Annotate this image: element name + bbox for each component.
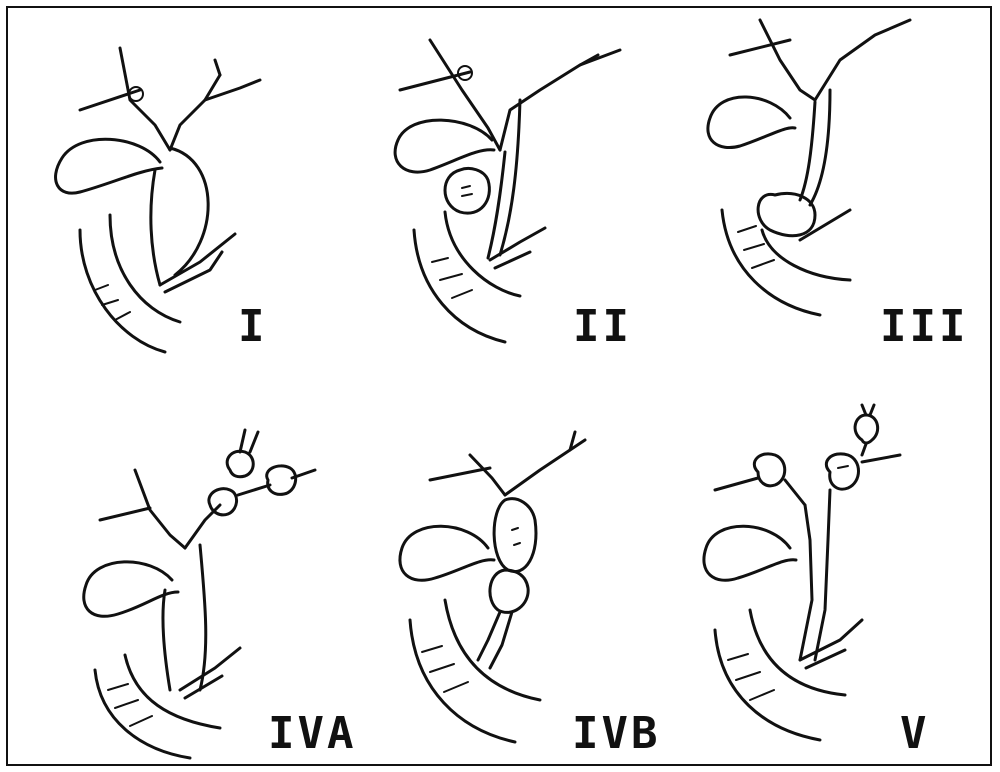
lower-cyst [490,570,528,612]
duodenum [715,610,845,740]
panel-type-IVB [400,432,585,742]
intrahepatic-ducts [400,40,620,150]
diverticulum-cyst [445,168,489,213]
panel-label-III: III [880,305,968,349]
common-bile-duct [478,612,512,668]
common-bile-duct [488,100,520,258]
duodenum [410,600,540,742]
pancreatic-duct [160,234,235,292]
pancreatic-duct [800,210,850,240]
panel-label-IVA: IVA [268,712,356,756]
panel-label-V: V [900,712,930,756]
panel-type-V [704,405,900,740]
intrahepatic-ducts [80,48,260,150]
panel-label-I: I [238,305,268,349]
upper-cyst [494,499,536,572]
dilated-common-bile-duct [163,545,206,690]
panel-type-III [708,20,910,315]
gallbladder [56,139,162,193]
intrahepatic-cysts [715,405,900,505]
intrahepatic-ducts-cystic [100,430,315,548]
panel-label-IVB: IVB [572,712,660,756]
pancreatic-duct [180,648,240,698]
pancreatic-duct [490,228,545,268]
duodenum [722,210,850,315]
gallbladder [704,526,796,580]
common-bile-duct [800,90,830,205]
duodenum [414,212,520,342]
gallbladder [400,526,494,580]
panel-type-II [395,40,620,342]
panel-type-I [56,48,260,352]
choledochocele-cyst [758,194,815,236]
intrahepatic-ducts [430,432,585,495]
gallbladder [708,97,795,148]
duodenum [95,655,220,758]
gallbladder [395,120,494,172]
pancreatic-duct [800,620,862,668]
common-bile-duct [800,490,830,660]
intrahepatic-ducts [730,20,910,100]
panel-label-II: II [573,305,632,349]
